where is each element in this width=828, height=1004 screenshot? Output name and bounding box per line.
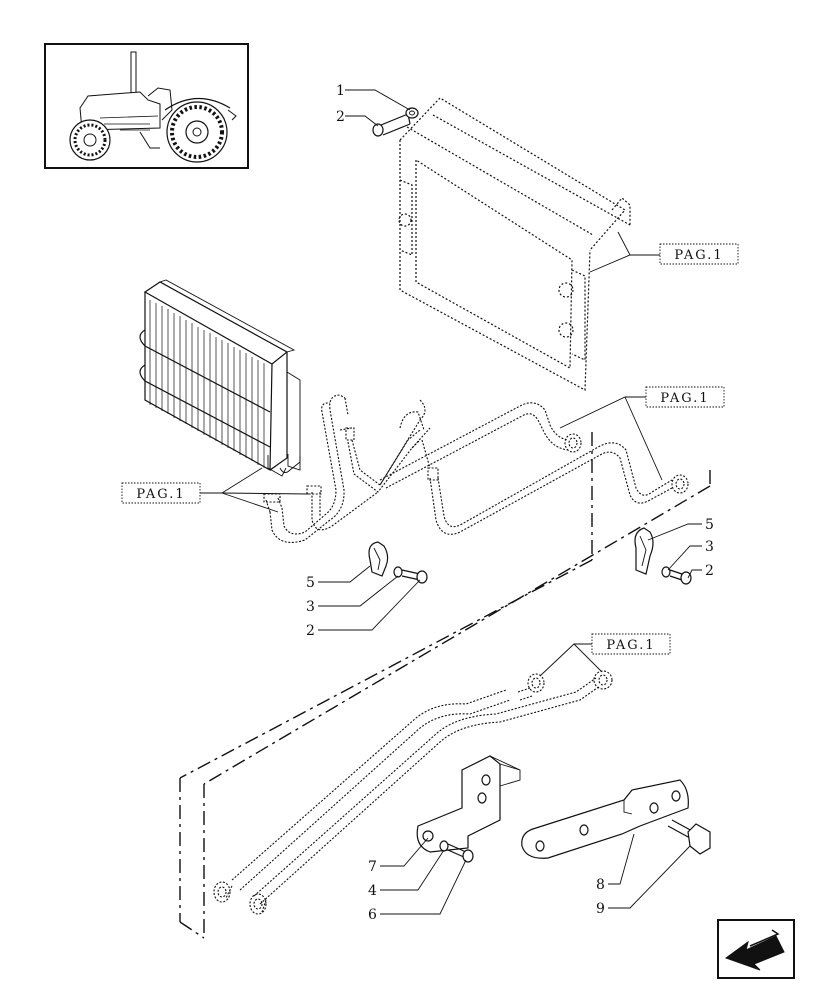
page-reference-label: PAG.1: [660, 391, 709, 406]
bolt-9: [667, 819, 711, 855]
page-reference-label: PAG.1: [606, 638, 655, 653]
page-reference-top[interactable]: PAG.1: [659, 243, 739, 265]
callout-1: 1: [336, 83, 345, 99]
lower-pipe-assembly: [213, 670, 613, 915]
callout-5: 5: [705, 517, 714, 533]
radiator-frame: [398, 97, 631, 391]
page-reference-mid[interactable]: PAG.1: [645, 386, 725, 408]
callout-3: 3: [705, 539, 714, 555]
leader-lines: [200, 89, 702, 915]
callout-2: 2: [306, 623, 315, 639]
callout-3: 3: [306, 599, 315, 615]
callout-2: 2: [336, 109, 345, 125]
previous-page-arrow-icon[interactable]: [717, 919, 795, 979]
callout-8: 8: [596, 877, 605, 893]
hose-assembly: [263, 394, 689, 543]
routing-boundary: [179, 432, 711, 939]
callout-9: 9: [596, 901, 605, 917]
callout-2: 2: [705, 563, 714, 579]
callout-7: 7: [368, 859, 377, 875]
callout-4: 4: [368, 883, 377, 899]
top-bolt: [372, 107, 419, 137]
bracket-small: [416, 755, 521, 863]
clamp-left: [368, 541, 428, 584]
page-reference-bottom[interactable]: PAG.1: [591, 633, 671, 655]
callout-5: 5: [306, 575, 315, 591]
clamp-right: [634, 527, 692, 585]
tractor-thumbnail-icon: [44, 43, 249, 169]
page-reference-left[interactable]: PAG.1: [121, 482, 201, 504]
oil-cooler: [139, 279, 301, 477]
callout-6: 6: [368, 907, 377, 923]
page-reference-label: PAG.1: [674, 248, 723, 263]
page-reference-label: PAG.1: [136, 487, 185, 502]
bracket-large: [521, 779, 689, 859]
